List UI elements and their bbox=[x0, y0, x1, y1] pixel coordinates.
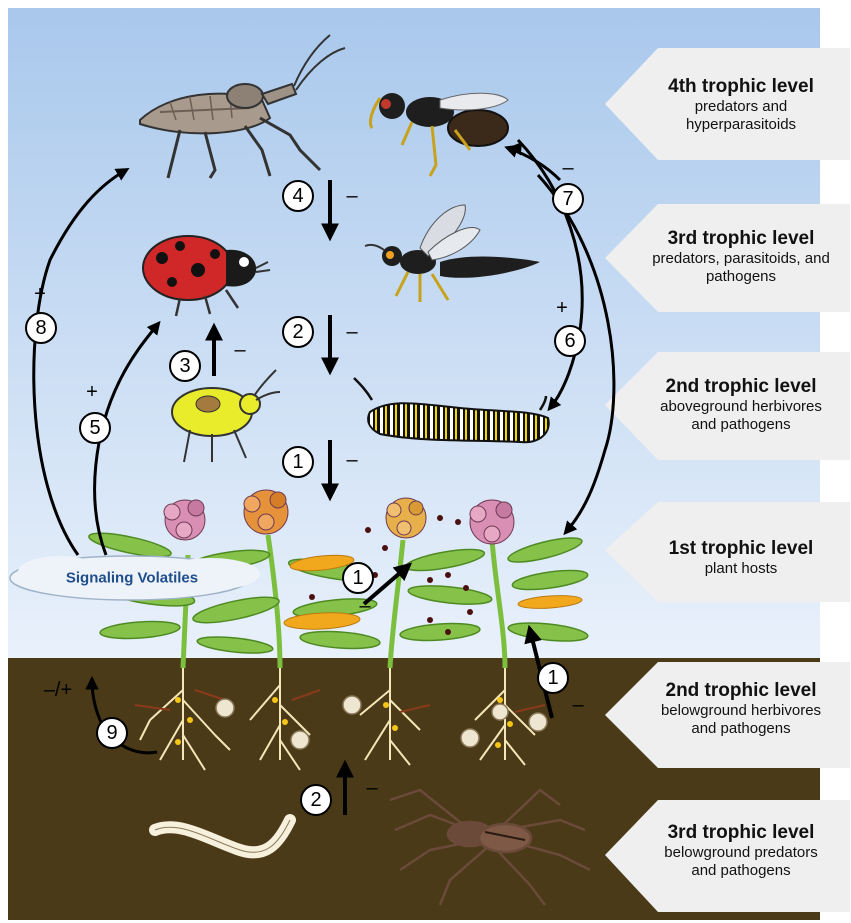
interaction-1-above-marker: 1 bbox=[283, 447, 313, 477]
level-1-label: 1st trophic level plant hosts bbox=[636, 538, 846, 578]
interaction-2-below-number: 2 bbox=[310, 789, 321, 811]
interaction-2-below-sign: – bbox=[366, 777, 378, 799]
level-4-label: 4th trophic level predators and hyperpar… bbox=[636, 76, 846, 134]
interaction-5-sign: + bbox=[86, 381, 98, 403]
level-2-below-desc-line-2: and pathogens bbox=[636, 720, 846, 738]
interaction-1-plant-number: 1 bbox=[352, 567, 363, 589]
interaction-1-below-sign: – bbox=[572, 694, 584, 716]
interaction-8-marker: 8 bbox=[26, 313, 56, 343]
interaction-9-marker: 9 bbox=[97, 718, 127, 748]
interaction-6-marker: 6 bbox=[555, 326, 585, 356]
level-2-below-title: 2nd trophic level bbox=[636, 680, 846, 702]
interaction-3-marker: 3 bbox=[170, 351, 200, 381]
level-3-above-desc-line-1: predators, parasitoids, and bbox=[636, 250, 846, 268]
interaction-4-marker: 4 bbox=[283, 181, 313, 211]
interaction-2-above-marker: 2 bbox=[283, 317, 313, 347]
level-2-above-title: 2nd trophic level bbox=[636, 376, 846, 398]
level-1-desc-line-1: plant hosts bbox=[636, 560, 846, 578]
level-2-below-desc-line-1: belowground herbivores bbox=[636, 702, 846, 720]
interaction-9-number: 9 bbox=[106, 722, 117, 744]
interaction-6-number: 6 bbox=[564, 330, 575, 352]
interaction-4-sign: – bbox=[346, 185, 358, 207]
interaction-1-below-marker: 1 bbox=[538, 663, 568, 693]
level-3-above-label: 3rd trophic level predators, parasitoids… bbox=[636, 228, 846, 286]
interaction-8-sign: + bbox=[34, 283, 46, 305]
level-3-above-title: 3rd trophic level bbox=[636, 228, 846, 250]
interaction-3-number: 3 bbox=[179, 355, 190, 377]
level-3-below-title: 3rd trophic level bbox=[636, 822, 846, 844]
interaction-5-number: 5 bbox=[89, 417, 100, 439]
level-3-below-desc-line-1: belowground predators bbox=[636, 844, 846, 862]
level-3-above-desc-line-2: pathogens bbox=[636, 268, 846, 286]
interaction-1-above-number: 1 bbox=[292, 451, 303, 473]
level-2-below-label: 2nd trophic level belowground herbivores… bbox=[636, 680, 846, 738]
interaction-7-number: 7 bbox=[562, 188, 573, 210]
level-3-below-label: 3rd trophic level belowground predators … bbox=[636, 822, 846, 880]
level-4-desc-line-1: predators and bbox=[636, 98, 846, 116]
interaction-7-marker: 7 bbox=[553, 184, 583, 214]
interaction-8-number: 8 bbox=[35, 317, 46, 339]
level-2-above-label: 2nd trophic level aboveground herbivores… bbox=[636, 376, 846, 434]
interaction-1-plant-marker: 1 bbox=[343, 563, 373, 593]
level-4-desc-line-2: hyperparasitoids bbox=[636, 116, 846, 134]
interaction-1-above-sign: – bbox=[346, 449, 358, 471]
level-3-below-desc-line-2: and pathogens bbox=[636, 862, 846, 880]
interaction-3-sign: – bbox=[234, 339, 246, 361]
level-2-above-desc-line-1: aboveground herbivores bbox=[636, 398, 846, 416]
interaction-2-above-number: 2 bbox=[292, 321, 303, 343]
interaction-9-sign: –/+ bbox=[44, 679, 72, 701]
interaction-2-above-sign: – bbox=[346, 321, 358, 343]
interaction-5-marker: 5 bbox=[80, 413, 110, 443]
interaction-7-sign: – bbox=[562, 157, 574, 179]
level-2-above-desc-line-2: and pathogens bbox=[636, 416, 846, 434]
level-4-title: 4th trophic level bbox=[636, 76, 846, 98]
interaction-2-below-marker: 2 bbox=[301, 785, 331, 815]
interaction-1-plant-sign: – bbox=[359, 595, 371, 617]
interaction-4-number: 4 bbox=[292, 185, 303, 207]
signaling-volatiles-label: Signaling Volatiles bbox=[66, 570, 198, 587]
level-1-title: 1st trophic level bbox=[636, 538, 846, 560]
interaction-1-below-number: 1 bbox=[547, 667, 558, 689]
interaction-6-sign: + bbox=[556, 297, 568, 319]
